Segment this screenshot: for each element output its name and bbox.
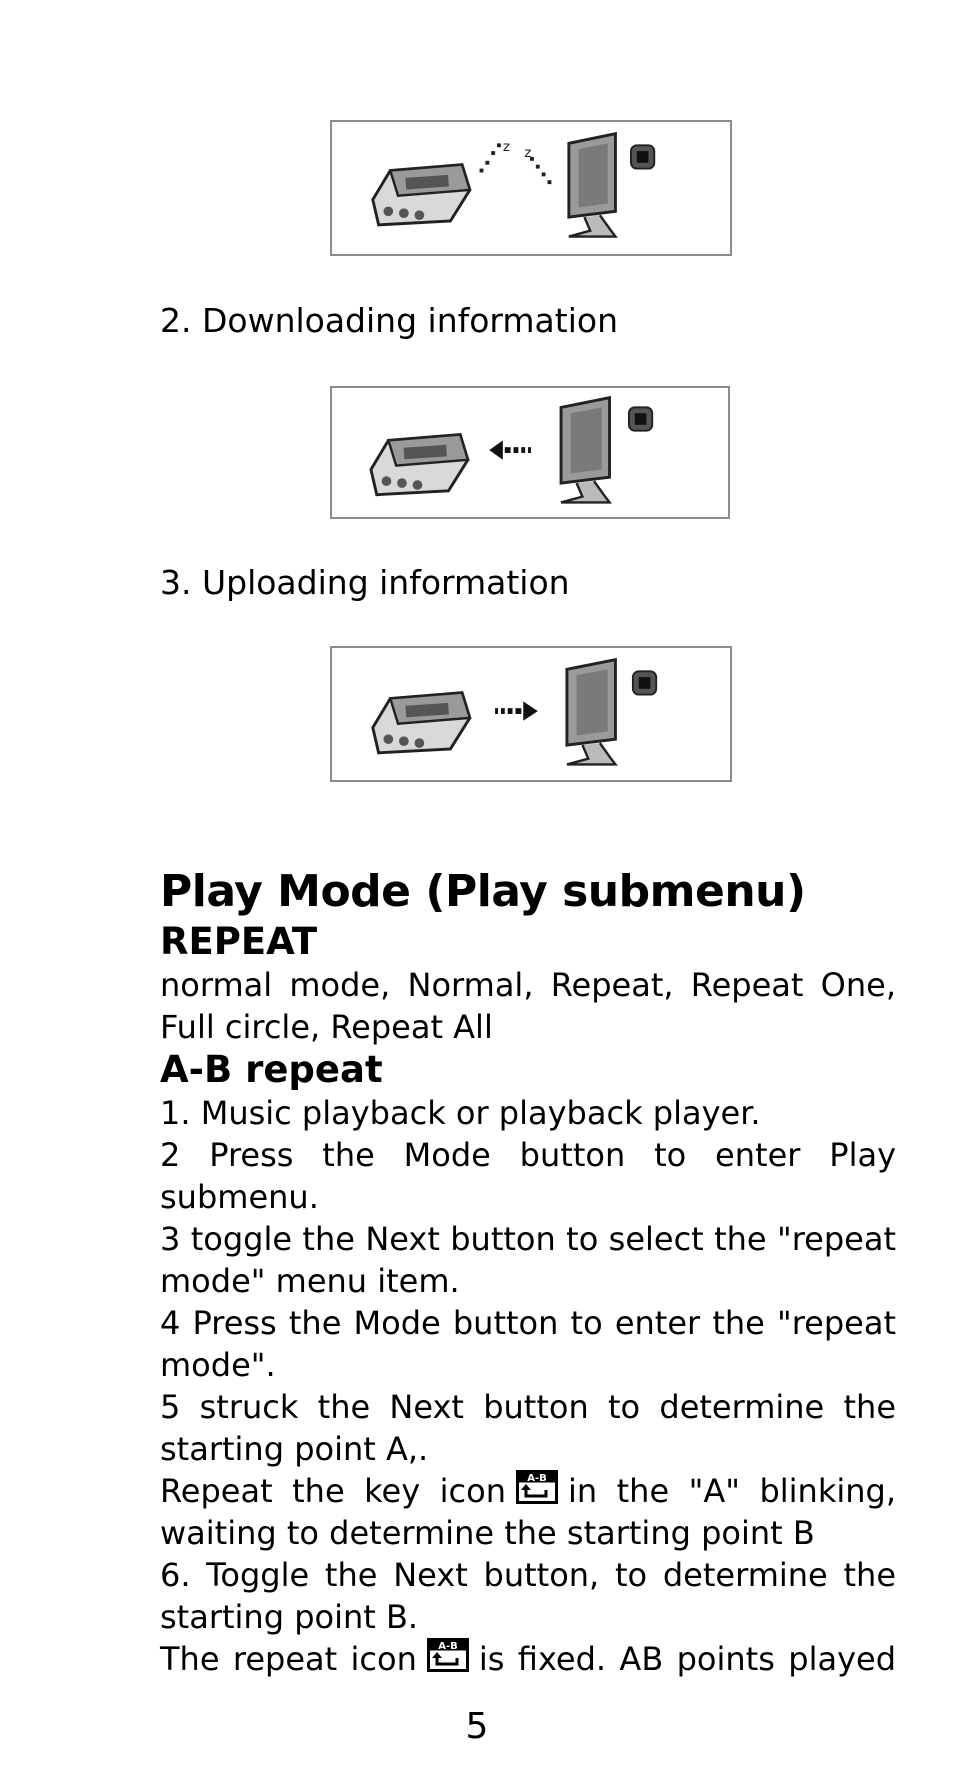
- step-2: 2 Press the Mode button to enter Play su…: [160, 1136, 896, 1216]
- svg-text:z: z: [524, 145, 531, 161]
- upload-figure: [330, 646, 732, 782]
- ab-repeat-fixed-icon: A-B: [426, 1638, 469, 1672]
- svg-text:A-B: A-B: [438, 1641, 458, 1652]
- step-5: 5 struck the Next button to determine th…: [160, 1388, 896, 1468]
- svg-text:A-B: A-B: [527, 1473, 547, 1484]
- repeat-description: normal mode, Normal, Repeat, Repeat One,…: [160, 966, 896, 1046]
- ab-repeat-heading: A-B repeat: [160, 1048, 383, 1091]
- page-number: 5: [465, 1706, 489, 1747]
- pc-connection-idle-icon: z z: [371, 131, 656, 238]
- play-mode-section: Play Mode (Play submenu) REPEAT normal m…: [160, 864, 896, 1680]
- step-1: 1. Music playback or playback player.: [160, 1094, 761, 1132]
- pc-connection-figure: z z: [330, 120, 732, 256]
- repeat-heading: REPEAT: [160, 920, 318, 963]
- step-6: 6. Toggle the Next button, to determine …: [160, 1556, 896, 1636]
- pc-upload-icon: [371, 657, 658, 766]
- fixed-text-after: is fixed. AB points played: [478, 1640, 897, 1678]
- pc-download-icon: [369, 395, 654, 504]
- ab-repeat-icon: A-B: [515, 1470, 558, 1504]
- step-3: 3 toggle the Next button to select the "…: [160, 1220, 896, 1300]
- uploading-caption: 3. Uploading information: [160, 563, 570, 602]
- downloading-caption: 2. Downloading information: [160, 301, 618, 340]
- svg-text:z: z: [503, 139, 510, 155]
- repeat-key-text-before: Repeat the key icon: [160, 1472, 506, 1510]
- section-title: Play Mode (Play submenu): [160, 866, 806, 917]
- download-figure: [330, 386, 730, 519]
- repeat-key-text-after: in the "A" blinking, waiting to determin…: [160, 1472, 896, 1552]
- repeat-key-note: Repeat the key icon A-B in the "A" blink…: [160, 1470, 896, 1554]
- fixed-text-before: The repeat icon: [160, 1640, 417, 1678]
- repeat-fixed-note: The repeat icon A-B is fixed. AB points …: [160, 1638, 896, 1680]
- step-4: 4 Press the Mode button to enter the "re…: [160, 1304, 896, 1384]
